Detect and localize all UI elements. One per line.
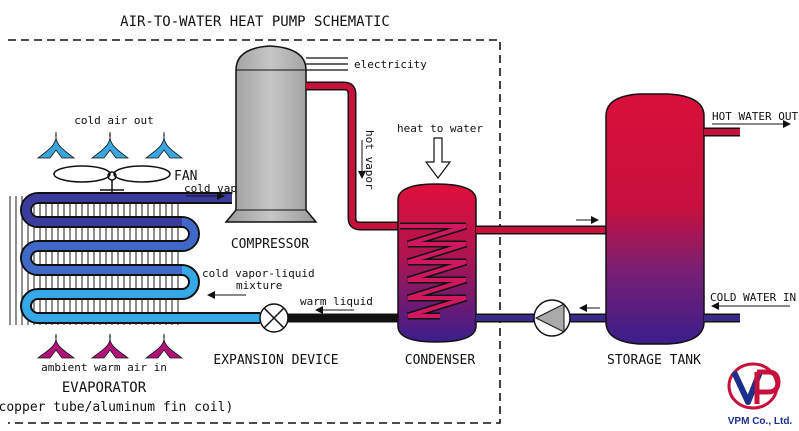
- cold-vapor-liquid-label: cold vapor-liquid: [202, 267, 315, 280]
- cold-water-in-label: COLD WATER IN: [710, 291, 796, 304]
- hot-vapor-label: hot vapor: [363, 130, 376, 190]
- electricity-label: electricity: [354, 58, 427, 71]
- condenser: [397, 183, 477, 343]
- fan: [53, 165, 171, 194]
- mixture-label: mixture: [236, 279, 282, 292]
- evaporator-label: EVAPORATOR: [62, 380, 147, 396]
- compressor-label: COMPRESSOR: [231, 237, 309, 252]
- cold-air-out-arrows: [36, 131, 184, 159]
- expansion-device: [259, 303, 289, 333]
- storage-tank-label: STORAGE TANK: [607, 353, 701, 368]
- condenser-label: CONDENSER: [405, 353, 476, 368]
- ambient-air-in-arrows: [36, 333, 184, 359]
- cold-vapor-label: cold vapor: [184, 182, 251, 195]
- circulation-pump: [533, 299, 571, 337]
- evaporator-sublabel: (copper tube/aluminum fin coil): [0, 400, 233, 415]
- company-logo: [727, 362, 781, 410]
- storage-tank: [605, 93, 705, 345]
- fan-label: FAN: [174, 169, 197, 184]
- company-name: VPM Co., Ltd.: [728, 416, 793, 427]
- hot-water-out-label: HOT WATER OUT: [712, 110, 798, 123]
- heat-to-water-arrow: [424, 137, 452, 179]
- evaporator-coil: [9, 192, 260, 325]
- cold-air-out-label: cold air out: [74, 114, 153, 127]
- expansion-device-label: EXPANSION DEVICE: [213, 353, 338, 368]
- compressor: [224, 45, 318, 223]
- diagram-title: AIR-TO-WATER HEAT PUMP SCHEMATIC: [120, 14, 390, 30]
- electricity-wires: [306, 57, 348, 71]
- heat-to-water-label: heat to water: [397, 122, 483, 135]
- ambient-air-in-label: ambient warm air in: [41, 361, 167, 374]
- warm-liquid-label: warm liquid: [300, 295, 373, 308]
